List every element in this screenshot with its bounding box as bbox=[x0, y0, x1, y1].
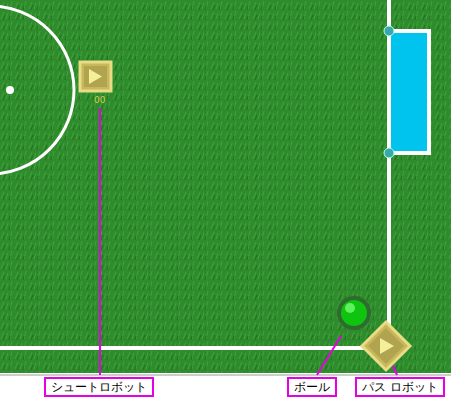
field-line bbox=[0, 0, 389, 348]
frame-line bbox=[0, 375, 451, 376]
ball-icon bbox=[337, 296, 371, 330]
goal-post bbox=[384, 148, 394, 158]
callout-label: パス ロボット bbox=[362, 380, 438, 394]
callout-label: ボール bbox=[294, 380, 330, 394]
callout-box: ボール bbox=[287, 377, 337, 397]
center-spot bbox=[6, 86, 14, 94]
leader-line bbox=[99, 108, 101, 375]
shoot-robot-icon bbox=[80, 62, 111, 91]
callout-box: パス ロボット bbox=[355, 377, 445, 397]
callout-box: シュートロボット bbox=[44, 377, 154, 397]
leader-line bbox=[393, 366, 397, 375]
leader-line bbox=[317, 336, 341, 375]
pass-robot-icon bbox=[362, 322, 410, 370]
robot-number: 00 bbox=[94, 95, 105, 105]
goal bbox=[389, 31, 429, 153]
center-circle bbox=[0, 6, 74, 174]
callout-label: シュートロボット bbox=[51, 380, 147, 394]
goal-post bbox=[384, 26, 394, 36]
